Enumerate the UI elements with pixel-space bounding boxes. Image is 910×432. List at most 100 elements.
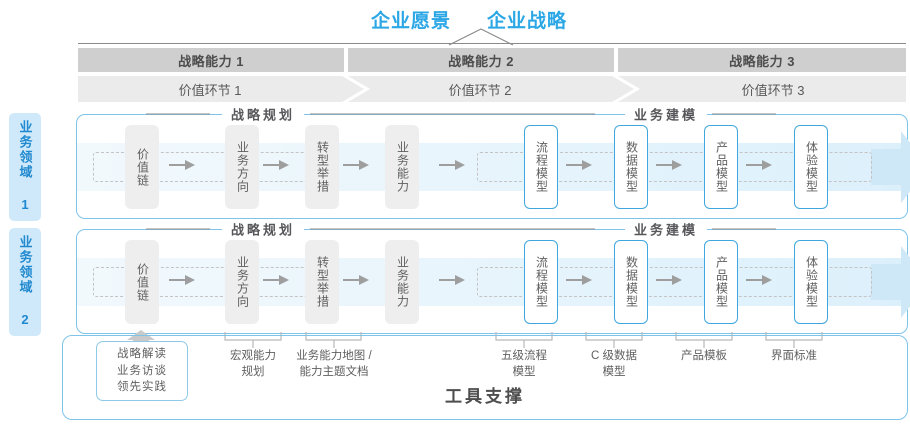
footnote-line: 能力主题文档: [299, 366, 369, 379]
node-label: 流程模型: [534, 256, 549, 308]
capability-label-2: 战略能力 2: [448, 53, 514, 69]
node-data-model-r2[interactable]: 数据模型: [614, 240, 648, 324]
arrow-right-icon: [656, 160, 682, 170]
capability-label-1: 战略能力 1: [178, 53, 244, 69]
capability-band-2[interactable]: 战略能力 2: [348, 48, 614, 72]
flow-band-2: [77, 258, 907, 306]
dashed-group-modeling-1: [477, 152, 872, 182]
header-divider: [78, 43, 906, 44]
node-value-chain-r1[interactable]: 价值链: [125, 125, 159, 209]
section-caption-strategy-planning-2: 战略规划: [222, 219, 305, 239]
domain-row-1: 价值链 业务方向 转型举措 业务能力 流程模型 数据模型 产品模型 体验模型: [76, 114, 910, 219]
footnote-capability-map: 业务能力地图 / 能力主题文档: [296, 348, 371, 380]
node-business-direction-r1[interactable]: 业务方向: [225, 125, 259, 209]
footnote-line: 产品模板: [681, 350, 727, 362]
caption-rule-right-2: [712, 228, 776, 230]
domain-label-1: 业务领域 1: [17, 120, 33, 214]
section-caption-strategy-planning-1: 战略规划: [222, 104, 305, 124]
arrow-right-icon: [746, 160, 772, 170]
section-caption-business-modeling-2: 业务建模: [625, 219, 708, 239]
enterprise-vision-title: 企业愿景: [371, 11, 452, 32]
sidebar-item-domain-2[interactable]: 业务领域 2: [9, 228, 41, 336]
caption-rule-left-2: [146, 228, 210, 230]
node-process-model-r1[interactable]: 流程模型: [524, 125, 558, 209]
node-business-direction-r2[interactable]: 业务方向: [225, 240, 259, 324]
node-label: 业务方向: [235, 256, 250, 308]
node-product-model-r2[interactable]: 产品模型: [704, 240, 738, 324]
arrow-right-icon: [169, 160, 195, 170]
footnote-line: 模型: [602, 366, 626, 379]
footnote-line: 业务能力地图 /: [296, 350, 372, 362]
caption-rule-mid-2: [310, 228, 595, 230]
value-link-chevron-2[interactable]: 价值环节 2: [348, 76, 634, 102]
capability-band-1[interactable]: 战略能力 1: [78, 48, 344, 72]
caption-rule-right-1: [712, 113, 776, 115]
node-label: 数据模型: [624, 256, 639, 308]
value-link-chevron-3[interactable]: 价值环节 3: [618, 76, 906, 102]
caption-rule-left-1: [146, 113, 210, 115]
arrow-right-icon: [439, 275, 465, 285]
arrow-right-icon: [566, 160, 592, 170]
arrow-right-icon: [169, 275, 195, 285]
arrow-right-icon: [263, 275, 289, 285]
arrow-right-icon: [343, 275, 369, 285]
footnote-line: 领先实践: [117, 381, 167, 394]
value-link-label-3: 价值环节 3: [741, 82, 805, 98]
tool-support-title: 工具支撑: [445, 387, 525, 406]
footnote-macro-capability-planning: 宏观能力 规划: [230, 348, 276, 380]
node-label: 产品模型: [714, 256, 729, 308]
arrow-right-icon: [439, 160, 465, 170]
sidebar-item-domain-1[interactable]: 业务领域 1: [9, 113, 41, 221]
chevron-shape-2: [348, 76, 634, 102]
footnote-line: 模型: [512, 366, 536, 379]
node-label: 价值链: [135, 147, 150, 187]
chevron-shape-3: [618, 76, 906, 102]
node-label: 业务方向: [235, 141, 250, 193]
domain-label-2: 业务领域 2: [17, 235, 33, 329]
node-label: 体验模型: [804, 141, 819, 193]
footnote-c-level-data-model: C 级数据 模型: [591, 348, 637, 380]
node-label: 转型举措: [315, 141, 330, 193]
value-link-label-2: 价值环节 2: [448, 82, 512, 98]
node-label: 转型举措: [315, 256, 330, 308]
node-label: 业务能力: [395, 256, 410, 308]
node-label: 业务能力: [395, 141, 410, 193]
chevron-shape-1: [78, 76, 364, 102]
footnote-product-template: 产品模板: [681, 348, 727, 364]
flow-arrow-head-icon-2: [871, 246, 910, 318]
node-label: 体验模型: [804, 256, 819, 308]
node-data-model-r1[interactable]: 数据模型: [614, 125, 648, 209]
arrow-right-icon: [656, 275, 682, 285]
flow-arrow-head-icon-1: [871, 131, 910, 203]
arrow-right-icon: [343, 160, 369, 170]
dashed-group-modeling-2: [477, 267, 872, 297]
node-experience-model-r1[interactable]: 体验模型: [794, 125, 828, 209]
node-value-chain-r2[interactable]: 价值链: [125, 240, 159, 324]
value-link-label-1: 价值环节 1: [178, 82, 242, 98]
footnote-line: 战略解读: [117, 348, 167, 360]
node-process-model-r2[interactable]: 流程模型: [524, 240, 558, 324]
node-business-capability-r1[interactable]: 业务能力: [385, 125, 419, 209]
tool-support-panel: 工具支撑: [62, 335, 908, 420]
node-business-capability-r2[interactable]: 业务能力: [385, 240, 419, 324]
node-label: 价值链: [135, 262, 150, 302]
capability-band-3[interactable]: 战略能力 3: [618, 48, 906, 72]
node-transformation-measures-r1[interactable]: 转型举措: [305, 125, 339, 209]
arrow-right-icon: [746, 275, 772, 285]
footnote-interface-standard: 界面标准: [771, 348, 817, 364]
caption-rule-mid-1: [310, 113, 595, 115]
node-transformation-measures-r2[interactable]: 转型举措: [305, 240, 339, 324]
node-product-model-r1[interactable]: 产品模型: [704, 125, 738, 209]
node-experience-model-r2[interactable]: 体验模型: [794, 240, 828, 324]
arrow-right-icon: [566, 275, 592, 285]
footnote-line: C 级数据: [591, 350, 637, 362]
caret-connector-icon: [448, 28, 514, 46]
node-label: 数据模型: [624, 141, 639, 193]
footnote-line: 规划: [241, 366, 265, 379]
footnote-box-strategy-interpretation[interactable]: 战略解读 业务访谈 领先实践: [96, 341, 188, 402]
value-link-chevron-1[interactable]: 价值环节 1: [78, 76, 364, 102]
node-label: 流程模型: [534, 141, 549, 193]
domain-row-2: 价值链 业务方向 转型举措 业务能力 流程模型 数据模型 产品模型 体验模型: [76, 229, 910, 334]
capability-label-3: 战略能力 3: [729, 53, 795, 69]
